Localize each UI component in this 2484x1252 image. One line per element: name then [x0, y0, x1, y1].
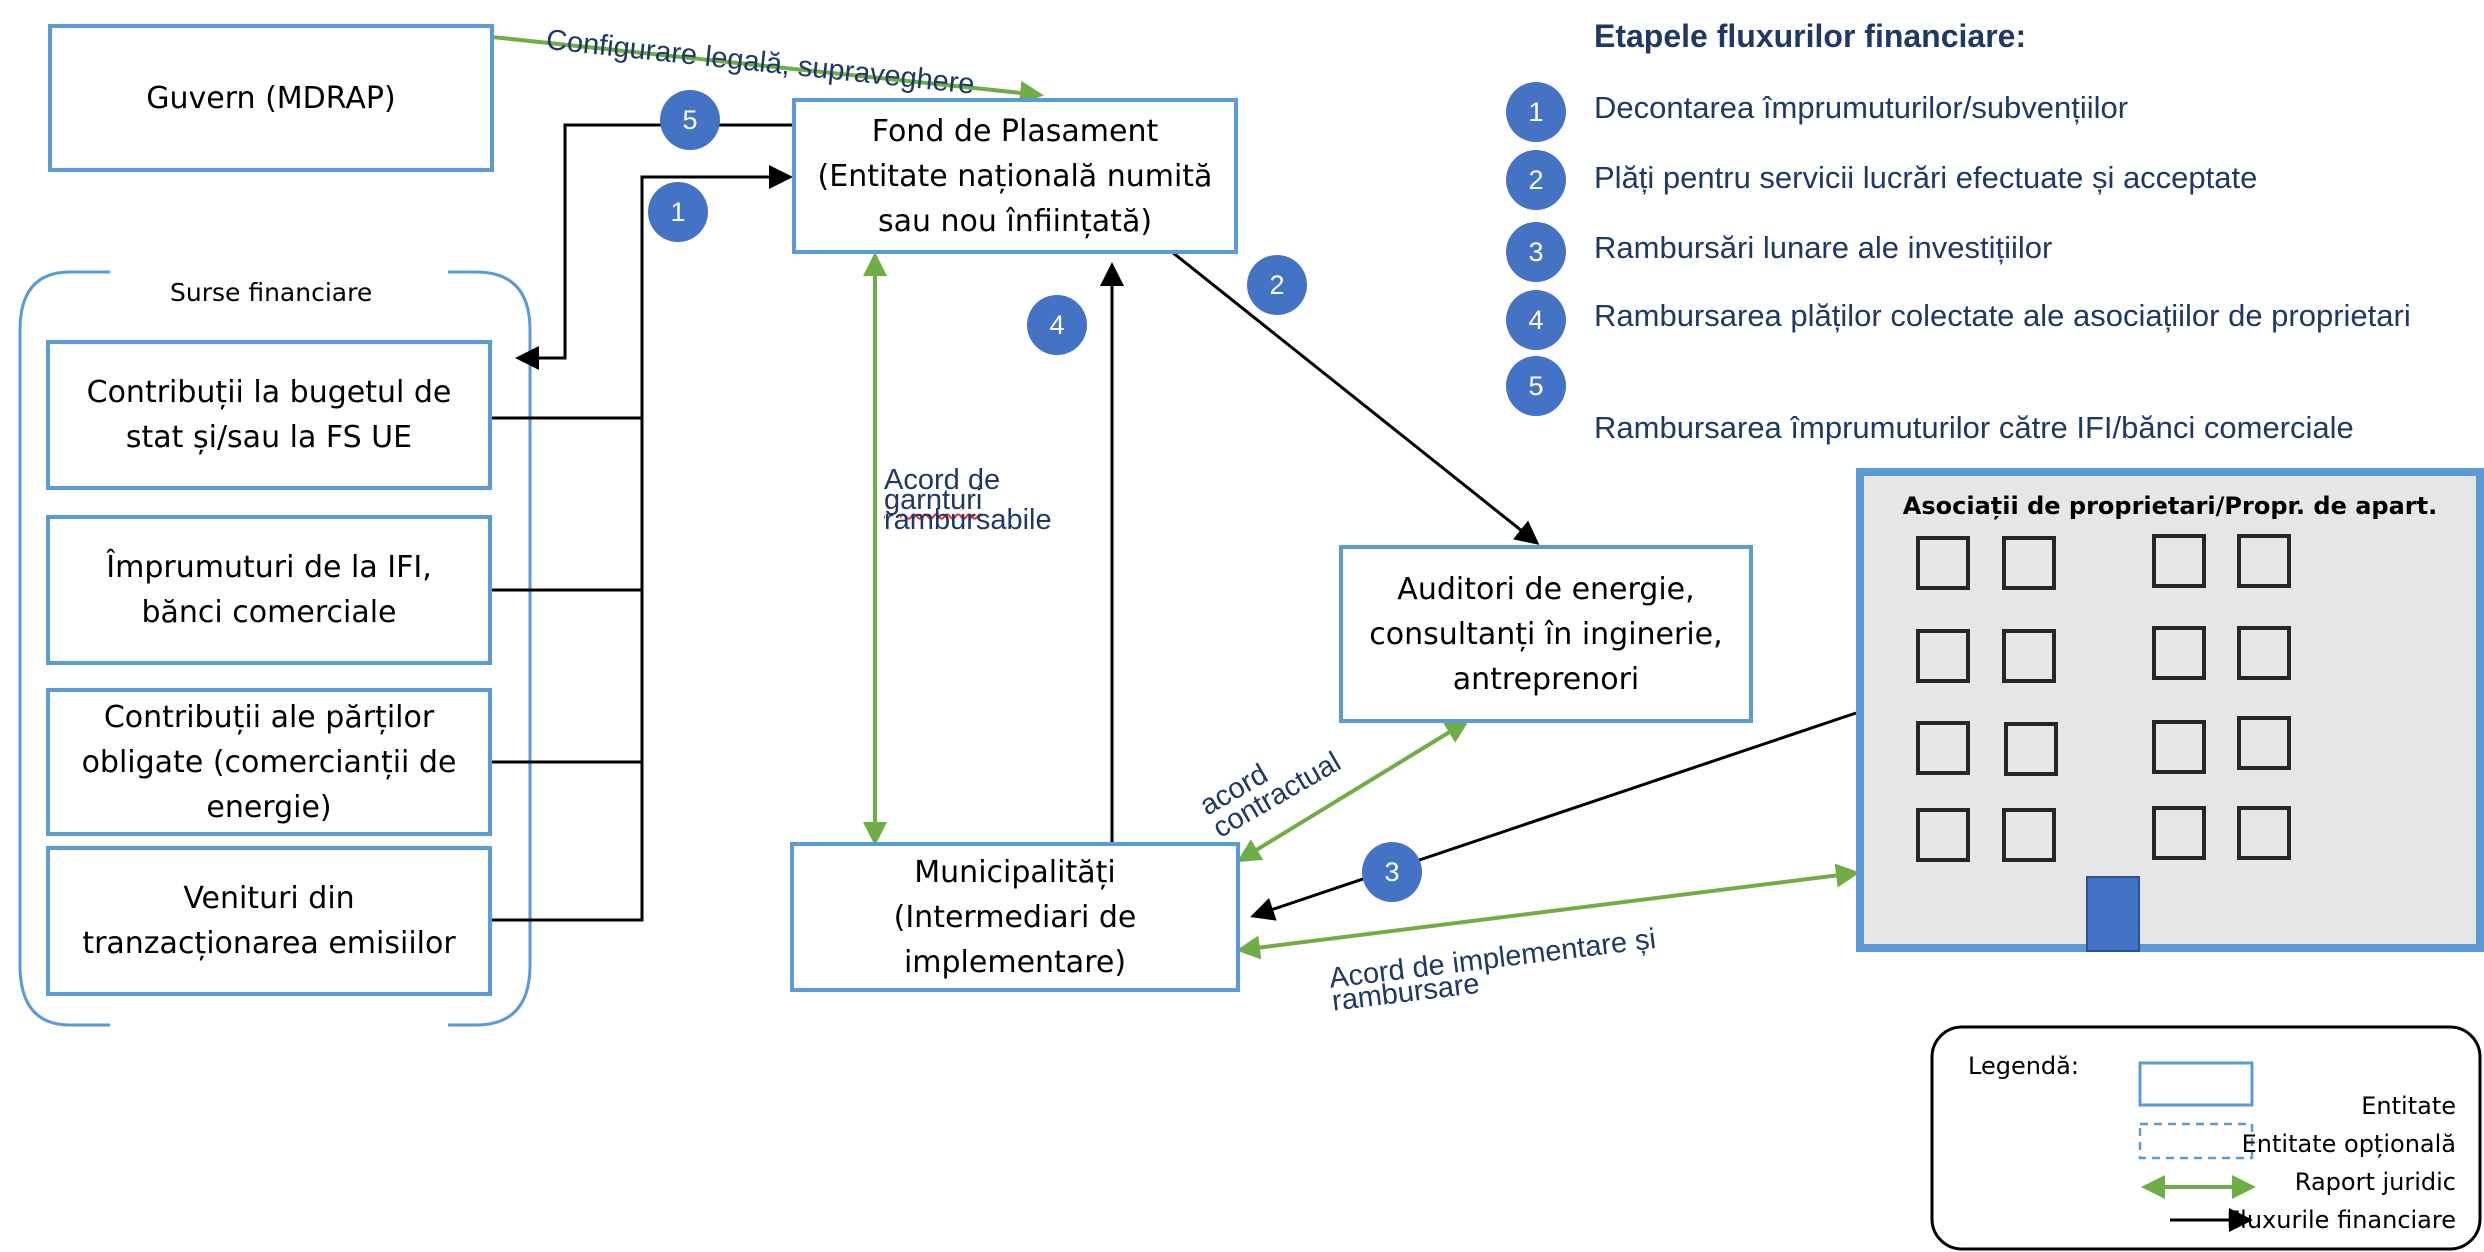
source-budget-line-2: stat și/sau la FS UE [125, 420, 413, 455]
fund-box: Fond de Plasament (Entitate națională nu… [792, 98, 1238, 254]
municipalities-line-2: (Intermediari de [893, 899, 1137, 935]
steps-list-badge-4: 4 [1506, 290, 1566, 350]
window [2152, 626, 2206, 680]
legend-entity-swatch [2138, 1061, 2254, 1107]
source-obligated-line-1: Contribuții ale părților [103, 699, 435, 735]
source-loans-line-2: bănci comerciale [141, 595, 397, 630]
auditors-line-3: antreprenori [1452, 661, 1640, 697]
step-badge-3: 3 [1362, 842, 1422, 902]
steps-list-text-5-value: Rambursarea împrumuturilor către IFI/băn… [1594, 410, 2354, 445]
window [2004, 722, 2058, 776]
window [1916, 808, 1970, 862]
window [2237, 626, 2291, 680]
window [2002, 629, 2056, 683]
sources-bracket-right [448, 270, 532, 1027]
flow-fund-to-auditors [1171, 250, 1540, 545]
legend-optional-label: Entitate opțională [2241, 1130, 2456, 1158]
window [2152, 534, 2206, 588]
window [1916, 536, 1970, 590]
flow-sources-to-fund [492, 165, 793, 420]
municipalities-line-3: implementare) [903, 944, 1127, 980]
source-box-budget: Contribuții la bugetul de stat și/sau la… [46, 340, 492, 490]
sources-group-title: Surse financiare [170, 278, 373, 307]
source-loans-line-1: Împrumuturi de la IFI, [106, 550, 432, 585]
guarantee-label-line-3: rambursabile [884, 504, 1052, 536]
steps-list-text-3: Rambursări lunare ale investițiilor [1594, 230, 2053, 265]
legend-frame [1930, 1025, 2482, 1251]
steps-list-badge-1: 1 [1506, 82, 1566, 142]
door [2086, 876, 2140, 952]
municipalities-box: Municipalități (Intermediari de implemen… [790, 842, 1240, 992]
guarantee-label-line-1: Acord de [884, 464, 1001, 496]
window [1916, 629, 1970, 683]
source-budget-line-1: Contribuții la bugetul de [86, 375, 452, 410]
fund-title: Fond de Plasament [871, 113, 1159, 149]
auditors-line-1: Auditori de energie, [1397, 571, 1695, 607]
steps-list-text-2: Plăți pentru servicii lucrări efectuate … [1594, 160, 2258, 195]
source-emissions-line-1: Venituri din [183, 881, 355, 916]
source-box-loans: Împrumuturi de la IFI, bănci comerciale [46, 515, 492, 665]
steps-list-text-4: Rambursarea plăților colectate ale asoci… [1594, 298, 2411, 333]
flow-source4-branch [492, 418, 644, 922]
step-badge-1: 1 [648, 182, 708, 242]
government-label: Guvern (MDRAP) [146, 80, 396, 116]
associations-title: Asociații de proprietari/Propr. de apart… [1902, 492, 2438, 520]
flow-fund-to-sources [515, 123, 792, 370]
steps-list-text-1: Decontarea împrumuturilor/subvențiilor [1594, 90, 2129, 125]
government-box: Guvern (MDRAP) [48, 24, 494, 172]
source-box-emissions: Venituri din tranzacționarea emisiilor [46, 846, 492, 996]
legal-gov-to-fund [491, 35, 1044, 105]
source-obligated-line-3: energie) [206, 789, 332, 825]
legend-title: Legendă: [1968, 1052, 2079, 1080]
steps-list-badge-3: 3 [1506, 222, 1566, 282]
steps-list-text-5: Rambursarea împrumuturilor către IFI/băn… [1594, 410, 2354, 446]
legend-entity-label: Entitate [2361, 1092, 2456, 1120]
step-badge-4: 4 [1027, 295, 1087, 355]
municipalities-title: Municipalități [914, 854, 1116, 890]
legend-optional-swatch [2138, 1122, 2254, 1160]
window [2002, 808, 2056, 862]
window [1916, 721, 1970, 775]
legal-municipalities-associations [1236, 863, 1860, 960]
source-box-obligated-parties: Contribuții ale părților obligate (comer… [46, 688, 492, 836]
window [2152, 806, 2206, 860]
window [2152, 720, 2206, 774]
auditors-box: Auditori de energie, consultanți în ingi… [1339, 545, 1753, 723]
associations-building: Asociații de proprietari/Propr. de apart… [1856, 468, 2484, 952]
auditors-line-2: consultanți în inginerie, [1369, 616, 1723, 652]
source-emissions-line-2: tranzacționarea emisiilor [82, 926, 456, 961]
guarantee-label-line-2: garnturi [884, 484, 983, 516]
window [2237, 716, 2291, 770]
window [2002, 536, 2056, 590]
window [2237, 806, 2291, 860]
legend-legal-label: Raport juridic [2294, 1168, 2456, 1196]
steps-list-badge-2: 2 [1506, 150, 1566, 210]
legal-municipalities-auditors [1236, 719, 1470, 863]
steps-list-badge-5: 5 [1506, 356, 1566, 416]
window [2237, 534, 2291, 588]
guarantee-label: Acord de garnturi rambursabile [884, 464, 1052, 536]
step-badge-5: 5 [660, 90, 720, 150]
legend-flow-label: Fluxurile financiare [2226, 1206, 2456, 1234]
fund-subtitle-2: sau nou înființată) [877, 203, 1153, 239]
fund-subtitle-1: (Entitate națională numită [817, 158, 1213, 194]
sources-bracket-left [18, 270, 110, 1027]
step-badge-2: 2 [1247, 255, 1307, 315]
source-obligated-line-2: obligate (comercianții de [81, 744, 457, 780]
steps-title: Etapele fluxurilor financiare: [1594, 18, 2027, 54]
